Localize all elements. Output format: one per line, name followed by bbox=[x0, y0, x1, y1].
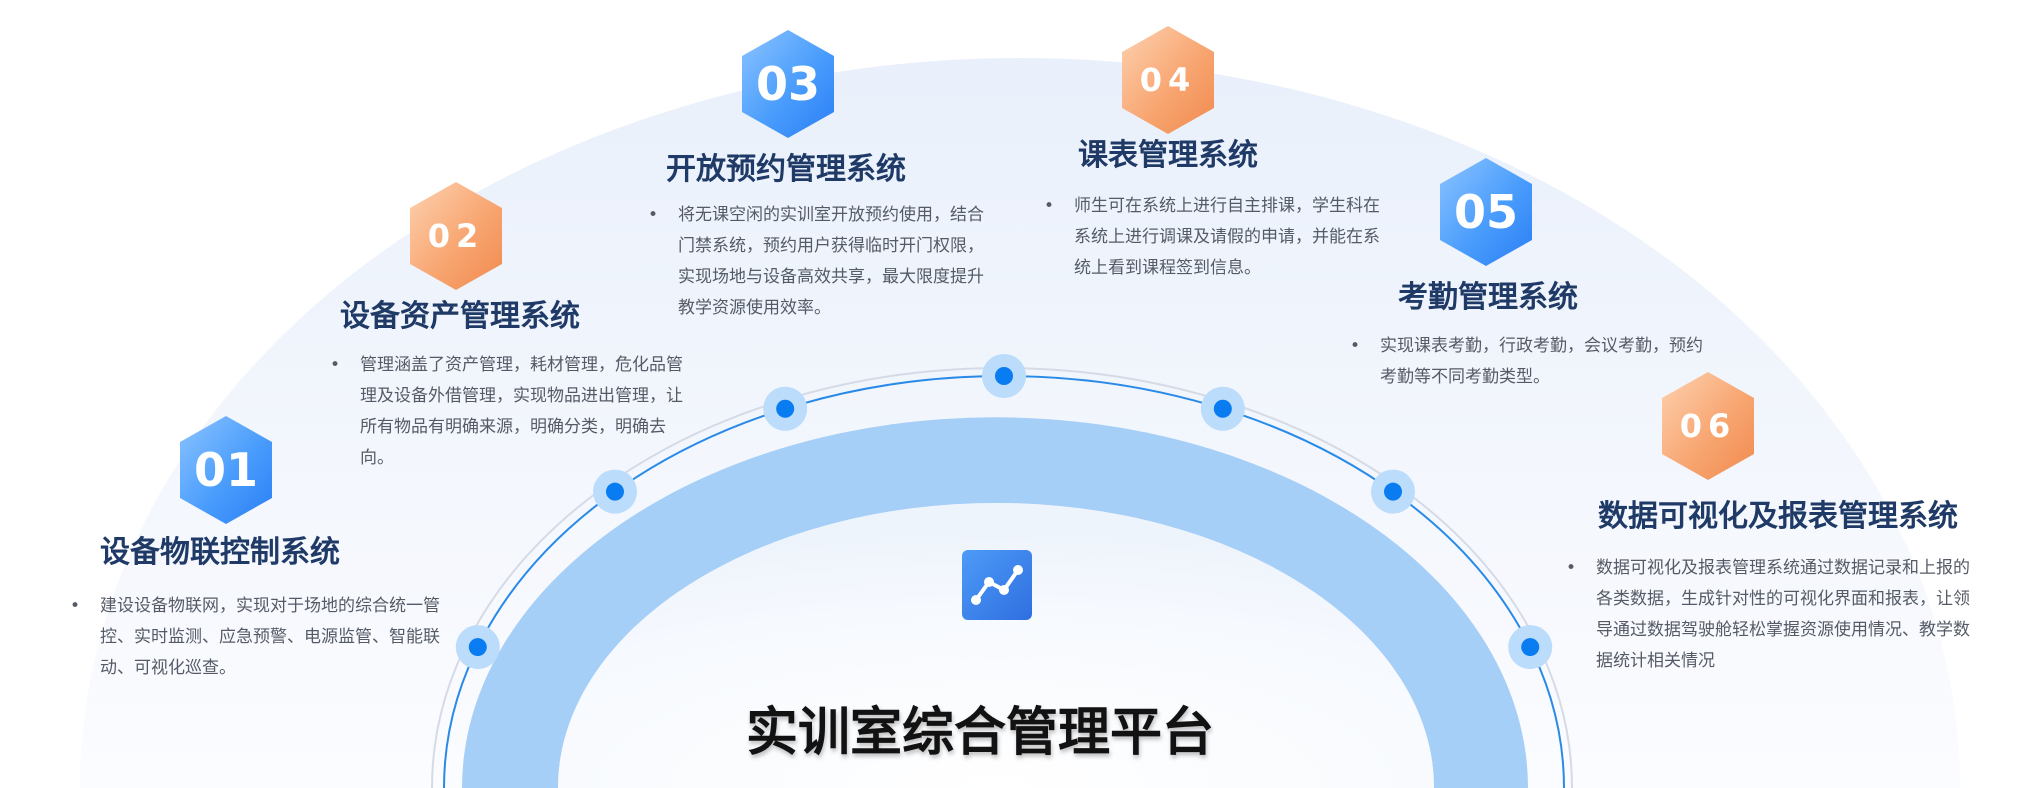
connector-node bbox=[995, 367, 1013, 385]
badge-number: 05 bbox=[1453, 185, 1518, 239]
module-description: 建设设备物联网，实现对于场地的综合统一管控、实时监测、应急预警、电源监管、智能联… bbox=[70, 591, 462, 684]
badge-number: 01 bbox=[193, 443, 258, 497]
module-description: 管理涵盖了资产管理，耗材管理，危化品管理及设备外借管理，实现物品进出管理，让所有… bbox=[330, 350, 684, 474]
module-description: 数据可视化及报表管理系统通过数据记录和上报的各类数据，生成针对性的可视化界面和报… bbox=[1566, 553, 1986, 677]
connector-node bbox=[1521, 638, 1540, 657]
description-text: 建设设备物联网，实现对于场地的综合统一管控、实时监测、应急预警、电源监管、智能联… bbox=[100, 596, 440, 678]
hexagon-badge-04: 04 bbox=[1118, 24, 1218, 136]
hexagon-badge-06: 06 bbox=[1658, 370, 1758, 482]
badge-number: 04 bbox=[1139, 61, 1197, 99]
description-text: 将无课空闲的实训室开放预约使用，结合门禁系统，预约用户获得临时开门权限，实现场地… bbox=[678, 205, 984, 318]
description-text: 实现课表考勤，行政考勤，会议考勤，预约考勤等不同考勤类型。 bbox=[1380, 336, 1703, 387]
description-text: 管理涵盖了资产管理，耗材管理，危化品管理及设备外借管理，实现物品进出管理，让所有… bbox=[360, 355, 683, 468]
inner-dome bbox=[558, 503, 1434, 788]
connector-node bbox=[1213, 399, 1232, 418]
module-title: 设备资产管理系统 bbox=[340, 299, 580, 334]
module-title: 考勤管理系统 bbox=[1398, 280, 1578, 315]
thick-band bbox=[462, 417, 1528, 788]
connector-node bbox=[468, 638, 487, 657]
connector-node bbox=[605, 482, 624, 501]
badge-number: 06 bbox=[1679, 407, 1737, 445]
module-description: 师生可在系统上进行自主排课，学生科在系统上进行调课及请假的申请，并能在系统上看到… bbox=[1044, 191, 1380, 284]
module-title: 课表管理系统 bbox=[1078, 138, 1258, 173]
module-title: 数据可视化及报表管理系统 bbox=[1598, 499, 1958, 534]
hexagon-badge-03: 03 bbox=[738, 28, 838, 140]
description-text: 师生可在系统上进行自主排课，学生科在系统上进行调课及请假的申请，并能在系统上看到… bbox=[1074, 196, 1380, 278]
badge-number: 03 bbox=[755, 57, 820, 111]
hexagon-badge-01: 01 bbox=[176, 414, 276, 526]
hexagon-badge-05: 05 bbox=[1436, 156, 1536, 268]
module-description: 将无课空闲的实训室开放预约使用，结合门禁系统，预约用户获得临时开门权限，实现场地… bbox=[648, 200, 994, 324]
module-description: 实现课表考勤，行政考勤，会议考勤，预约考勤等不同考勤类型。 bbox=[1350, 331, 1706, 393]
badge-number: 02 bbox=[427, 217, 485, 255]
connector-node bbox=[1384, 482, 1403, 501]
line-chart-icon bbox=[962, 550, 1032, 620]
description-text: 数据可视化及报表管理系统通过数据记录和上报的各类数据，生成针对性的可视化界面和报… bbox=[1596, 558, 1970, 671]
module-title: 设备物联控制系统 bbox=[100, 535, 340, 570]
module-title: 开放预约管理系统 bbox=[666, 152, 906, 187]
platform-title: 实训室综合管理平台 bbox=[745, 703, 1214, 763]
hexagon-badge-02: 02 bbox=[406, 180, 506, 292]
connector-node bbox=[776, 399, 795, 418]
